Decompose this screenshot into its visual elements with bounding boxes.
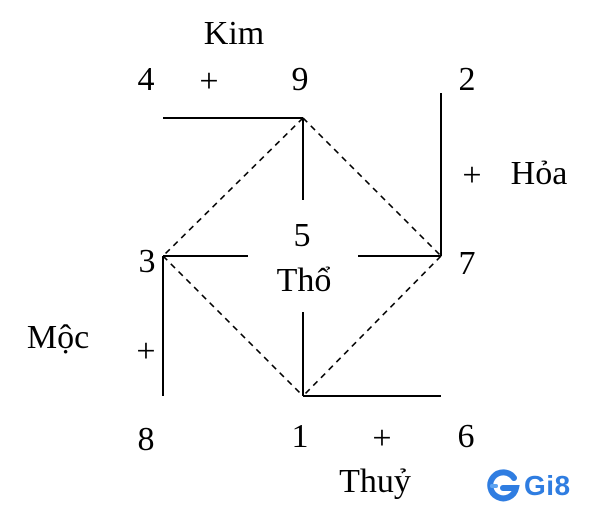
number-1: 1 (291, 418, 309, 455)
gi8-logo: Gi8 (486, 466, 571, 506)
number-5: 5 (293, 217, 311, 254)
label-metal: Kim (203, 15, 265, 52)
plus-metal: + (199, 63, 219, 100)
dashed-9-7 (302, 117, 442, 257)
g-logo-icon (487, 469, 520, 502)
label-fire: Hỏa (510, 155, 568, 192)
number-6: 6 (457, 418, 475, 455)
label-water: Thuỷ (339, 463, 411, 500)
number-9: 9 (291, 61, 309, 98)
plus-water: + (372, 420, 392, 457)
number-2: 2 (458, 61, 476, 98)
number-4: 4 (137, 61, 155, 98)
label-earth: Thổ (276, 262, 332, 299)
plus-wood: + (136, 333, 156, 370)
number-8: 8 (137, 421, 155, 458)
dashed-9-3 (162, 117, 304, 257)
number-7: 7 (458, 245, 476, 282)
number-3: 3 (138, 243, 156, 280)
logo-text: Gi8 (524, 470, 571, 501)
plus-fire: + (462, 157, 482, 194)
label-wood: Mộc (26, 319, 90, 356)
